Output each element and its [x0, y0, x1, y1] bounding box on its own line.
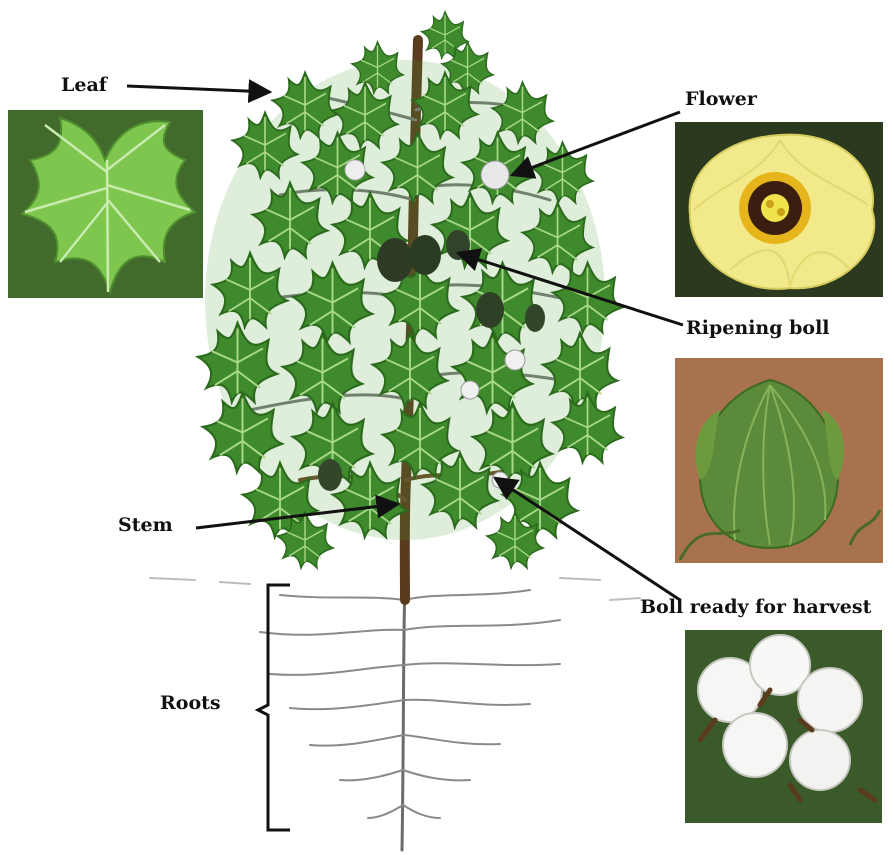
roots-label: Roots — [160, 694, 221, 713]
leaf-arrow — [127, 86, 270, 92]
boll-ready-label: Boll ready for harvest — [640, 598, 871, 617]
roots-drawing — [150, 578, 640, 850]
leaf-photo — [8, 110, 203, 298]
plant-foliage — [198, 12, 623, 568]
flower-photo — [675, 122, 883, 297]
roots-bracket — [258, 585, 290, 830]
ripening-boll-photo — [675, 358, 883, 563]
harvest-boll-photo — [685, 630, 882, 823]
ripening-boll-label: Ripening boll — [686, 319, 830, 338]
stem-label: Stem — [118, 516, 173, 535]
leaf-label: Leaf — [61, 76, 107, 95]
flower-label: Flower — [685, 90, 757, 109]
